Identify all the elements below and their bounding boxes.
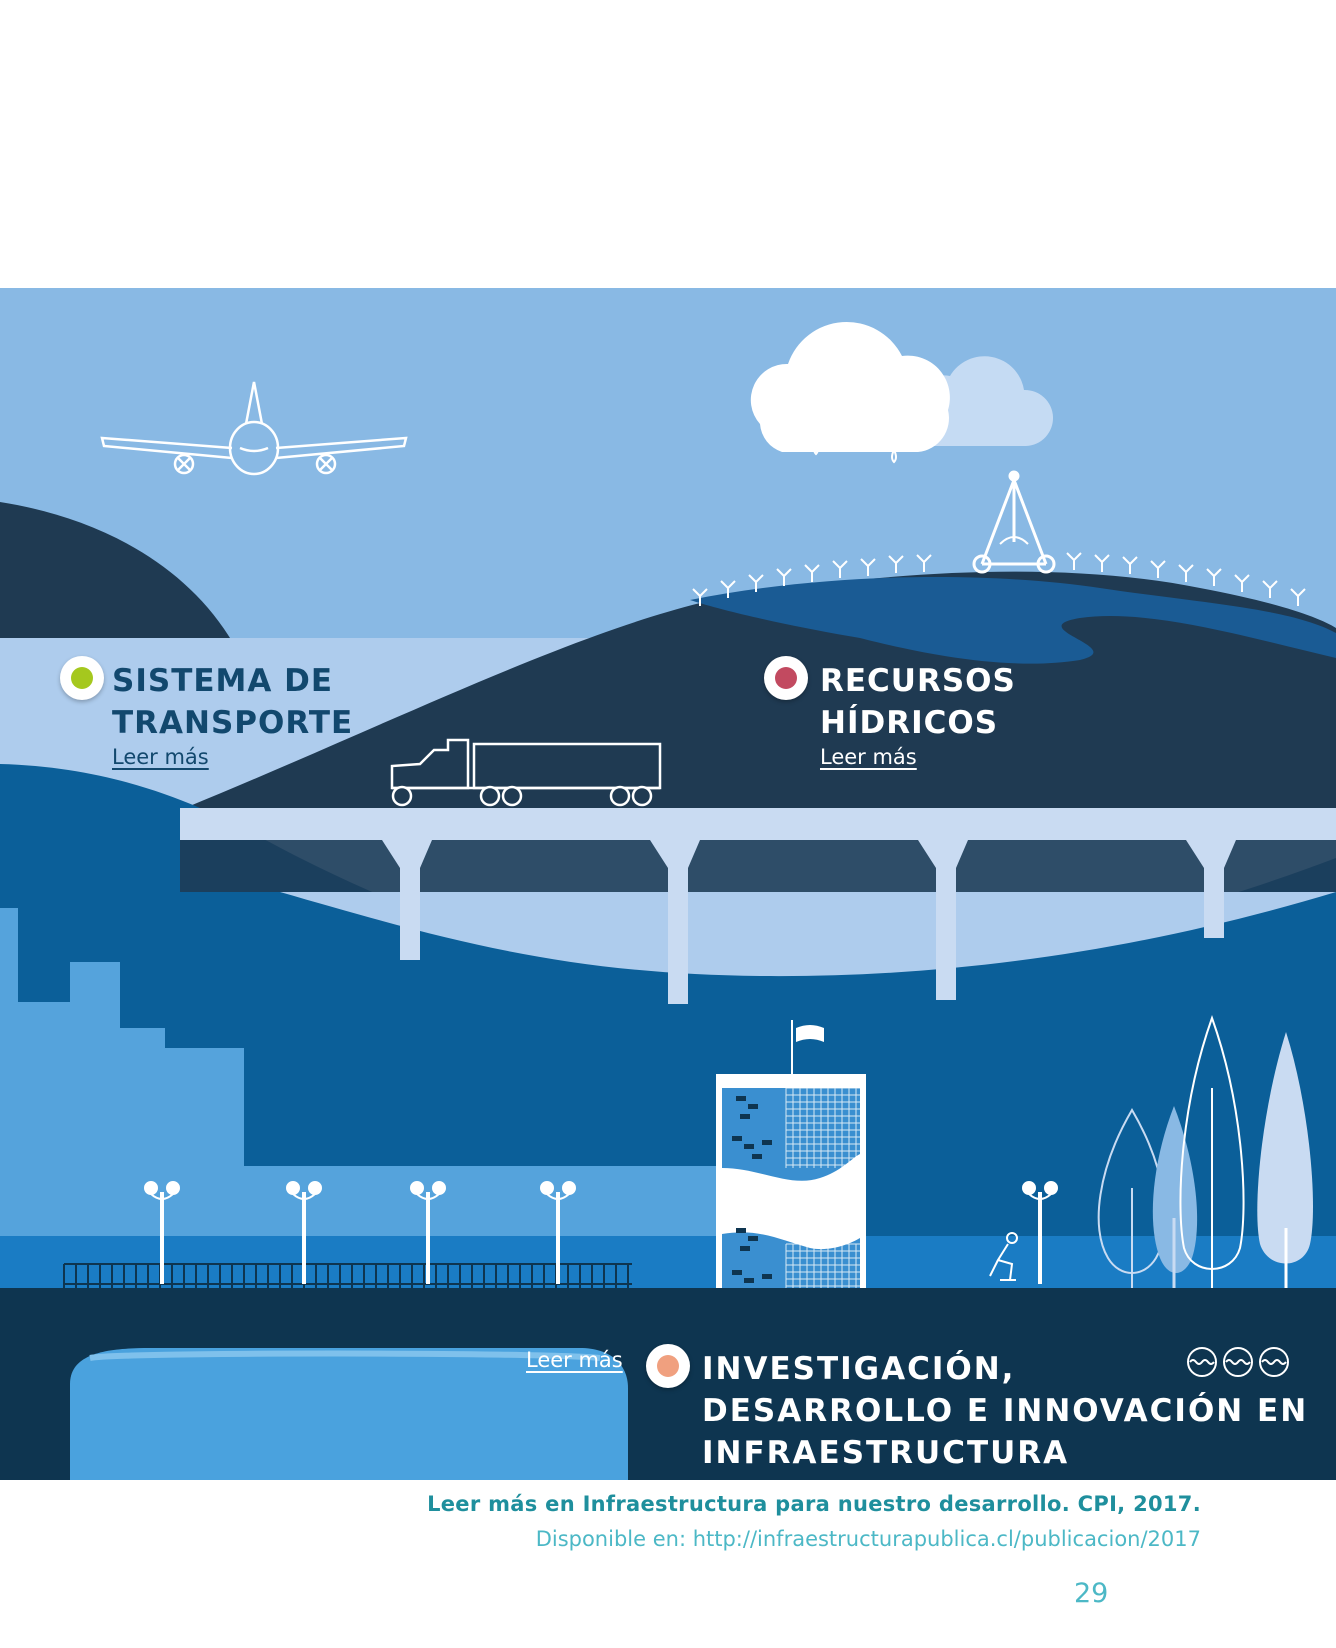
hidricos-title-line1: RECURSOS (820, 663, 1016, 699)
hidricos-dot-fill (775, 667, 797, 689)
transporte-title-line1: SISTEMA DE (112, 663, 334, 699)
street-lamp-icon (144, 1181, 1058, 1284)
bridge-shadow (180, 840, 1336, 892)
bridge-deck (180, 808, 1336, 840)
railing (63, 1263, 632, 1288)
credit-line-2: Disponible en: http://infraestructurapub… (535, 1527, 1201, 1551)
investigacion-title-line1: INVESTIGACIÓN, (702, 1351, 1016, 1387)
airplane-icon (100, 381, 408, 476)
credit-line-1: Leer más en Infraestructura para nuestro… (427, 1492, 1201, 1516)
transporte-leer-mas-link[interactable]: Leer más (112, 745, 209, 769)
city-skyline (0, 908, 720, 1288)
tree-icon (1097, 1015, 1313, 1288)
dark-hill-left (0, 502, 230, 638)
investigacion-title: INVESTIGACIÓN, DESARROLLO E INNOVACIÓN E… (702, 1348, 1308, 1474)
office-tower-icon (716, 1020, 866, 1326)
investigacion-dot (646, 1344, 690, 1388)
transporte-title-line2: TRANSPORTE (112, 705, 354, 741)
transporte-title: SISTEMA DE TRANSPORTE (112, 660, 353, 744)
hidricos-title: RECURSOS HÍDRICOS (820, 660, 1016, 744)
transporte-dot (60, 656, 104, 700)
cloud-icon (750, 322, 1054, 464)
bridge-pillars-front (400, 892, 1224, 988)
hidricos-leer-mas-link[interactable]: Leer más (820, 745, 917, 769)
page-number: 29 (1074, 1578, 1109, 1609)
investigacion-title-line2: DESARROLLO E INNOVACIÓN EN (702, 1393, 1309, 1429)
infrastructure-illustration (0, 288, 1336, 1480)
investigacion-dot-fill (657, 1355, 679, 1377)
under-bridge-sky (280, 892, 1336, 977)
ground-strip (0, 1236, 1336, 1288)
transporte-dot-fill (71, 667, 93, 689)
wave-circle-icon (1187, 1347, 1289, 1377)
crop-sprouts (692, 552, 1306, 606)
truck-icon (390, 738, 662, 807)
investigacion-title-line3: INFRAESTRUCTURA (702, 1435, 1070, 1471)
person-reading-icon (989, 1232, 1018, 1281)
water-pool-highlight (89, 1350, 601, 1361)
field-patch (690, 576, 1336, 664)
water-pool (70, 1348, 628, 1480)
hidricos-title-line2: HÍDRICOS (820, 705, 999, 741)
irrigation-tower-icon (972, 470, 1056, 574)
hidricos-dot (764, 656, 808, 700)
investigacion-leer-mas-link[interactable]: Leer más (526, 1348, 623, 1372)
